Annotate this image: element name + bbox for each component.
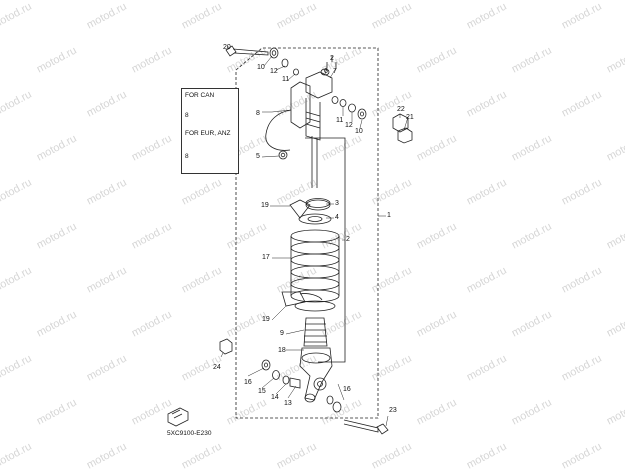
shock-reservoir xyxy=(290,68,333,141)
callout-12-top: 12 xyxy=(270,68,278,75)
callout-12-right: 12 xyxy=(345,122,353,129)
callout-8: 8 xyxy=(256,110,260,117)
lower-nut xyxy=(219,338,233,355)
callout-9: 9 xyxy=(280,330,284,337)
leader-lines xyxy=(220,46,409,427)
sealant-icon xyxy=(167,407,189,427)
callout-10-right: 10 xyxy=(355,128,363,135)
callout-6: 6 xyxy=(324,68,328,75)
callout-7: 7 xyxy=(333,68,337,75)
diagram-code: 5XC9100-E230 xyxy=(167,430,212,437)
callout-2-side: 2 xyxy=(346,236,350,243)
callout-16-left: 16 xyxy=(244,379,252,386)
callout-2-top: 2 xyxy=(330,55,334,62)
coil-spring xyxy=(290,229,340,312)
callout-17: 17 xyxy=(262,254,270,261)
callout-19-top: 19 xyxy=(261,202,269,209)
callout-19-bottom: 19 xyxy=(262,316,270,323)
callout-3: 3 xyxy=(335,200,339,207)
callout-1: 1 xyxy=(387,212,391,219)
legend-title-can: FOR CAN xyxy=(185,92,215,99)
callout-4: 4 xyxy=(335,214,339,221)
callout-5: 5 xyxy=(256,153,260,160)
callout-14: 14 xyxy=(271,394,279,401)
callout-22: 22 xyxy=(397,106,405,113)
reservoir-hose xyxy=(265,109,292,151)
callout-20: 20 xyxy=(223,44,231,51)
callout-10-top: 10 xyxy=(257,64,265,71)
legend-part-eur: 8 xyxy=(185,153,189,160)
piston-rod xyxy=(311,136,318,188)
callout-11-right: 11 xyxy=(336,117,344,124)
callout-24: 24 xyxy=(213,364,221,371)
callout-16-right: 16 xyxy=(343,386,351,393)
legend-panel: FOR CAN FOR EUR, ANZ 8 8 xyxy=(181,88,239,174)
callout-18: 18 xyxy=(278,347,286,354)
lower-bolt xyxy=(343,419,389,435)
callout-11-top: 11 xyxy=(282,76,290,83)
legend-part-can: 8 xyxy=(185,112,189,119)
bracket-2 xyxy=(326,56,337,68)
callout-13: 13 xyxy=(284,400,292,407)
lower-clevis xyxy=(299,347,333,401)
assembly-boundary xyxy=(235,47,379,419)
callout-21: 21 xyxy=(406,114,414,121)
top-bolt xyxy=(225,45,269,57)
legend-title-eur: FOR EUR, ANZ xyxy=(185,130,231,137)
callout-15: 15 xyxy=(258,388,266,395)
callout-23: 23 xyxy=(389,407,397,414)
